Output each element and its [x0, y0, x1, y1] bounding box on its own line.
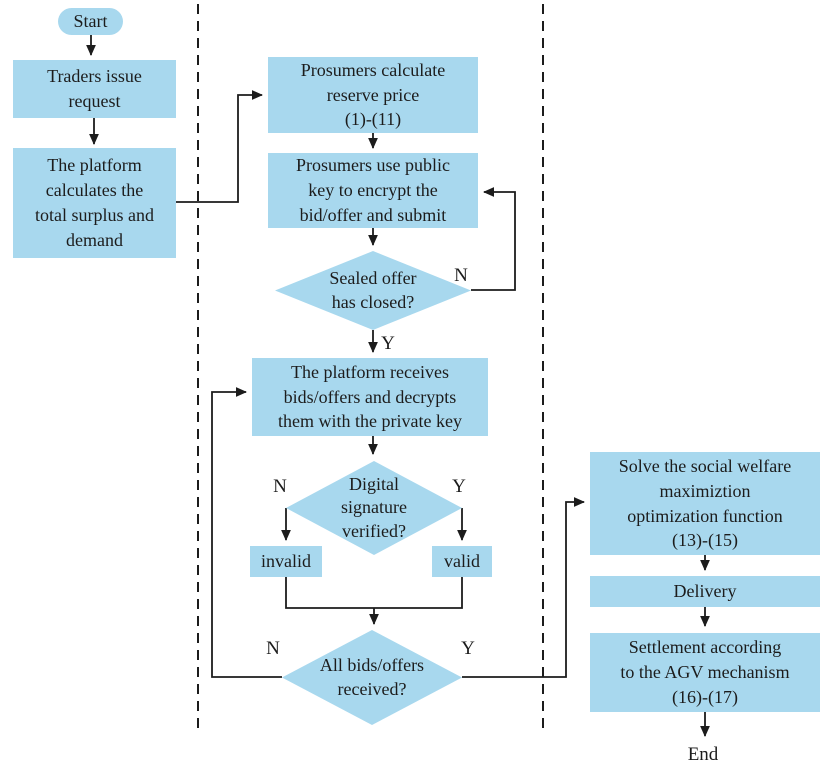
label-allbids-yes: Y [461, 638, 475, 659]
label-digital-yes: Y [452, 476, 466, 497]
end-terminal: End [687, 744, 719, 765]
label-digital-no: N [273, 476, 287, 497]
node-traders-issue-request: Traders issue request [13, 60, 176, 118]
label-sealed-no: N [454, 265, 468, 286]
connector-sealed-no-loop [471, 187, 516, 291]
node-settlement-agv: Settlement according to the AGV mechanis… [590, 633, 820, 712]
node-prosumers-calculate: Prosumers calculate reserve price (1)-(1… [268, 57, 478, 133]
label-sealed-yes: Y [381, 333, 395, 354]
node-prosumers-encrypt: Prosumers use public key to encrypt the … [268, 153, 478, 228]
node-delivery: Delivery [590, 576, 820, 607]
node-solve-social-welfare: Solve the social welfare maximiztion opt… [590, 452, 820, 555]
node-invalid: invalid [250, 546, 322, 577]
connector-join-invalid-valid [285, 577, 463, 609]
connector-allbids-no-loop [211, 387, 282, 678]
node-valid: valid [432, 546, 492, 577]
node-platform-receives: The platform receives bids/offers and de… [252, 358, 488, 436]
start-terminal: Start [58, 8, 123, 35]
label-allbids-no: N [266, 638, 280, 659]
connector-platform-to-calculate [176, 90, 263, 203]
connector-allbids-yes-to-solve [462, 497, 585, 678]
node-platform-calculates: The platform calculates the total surplu… [13, 148, 176, 258]
